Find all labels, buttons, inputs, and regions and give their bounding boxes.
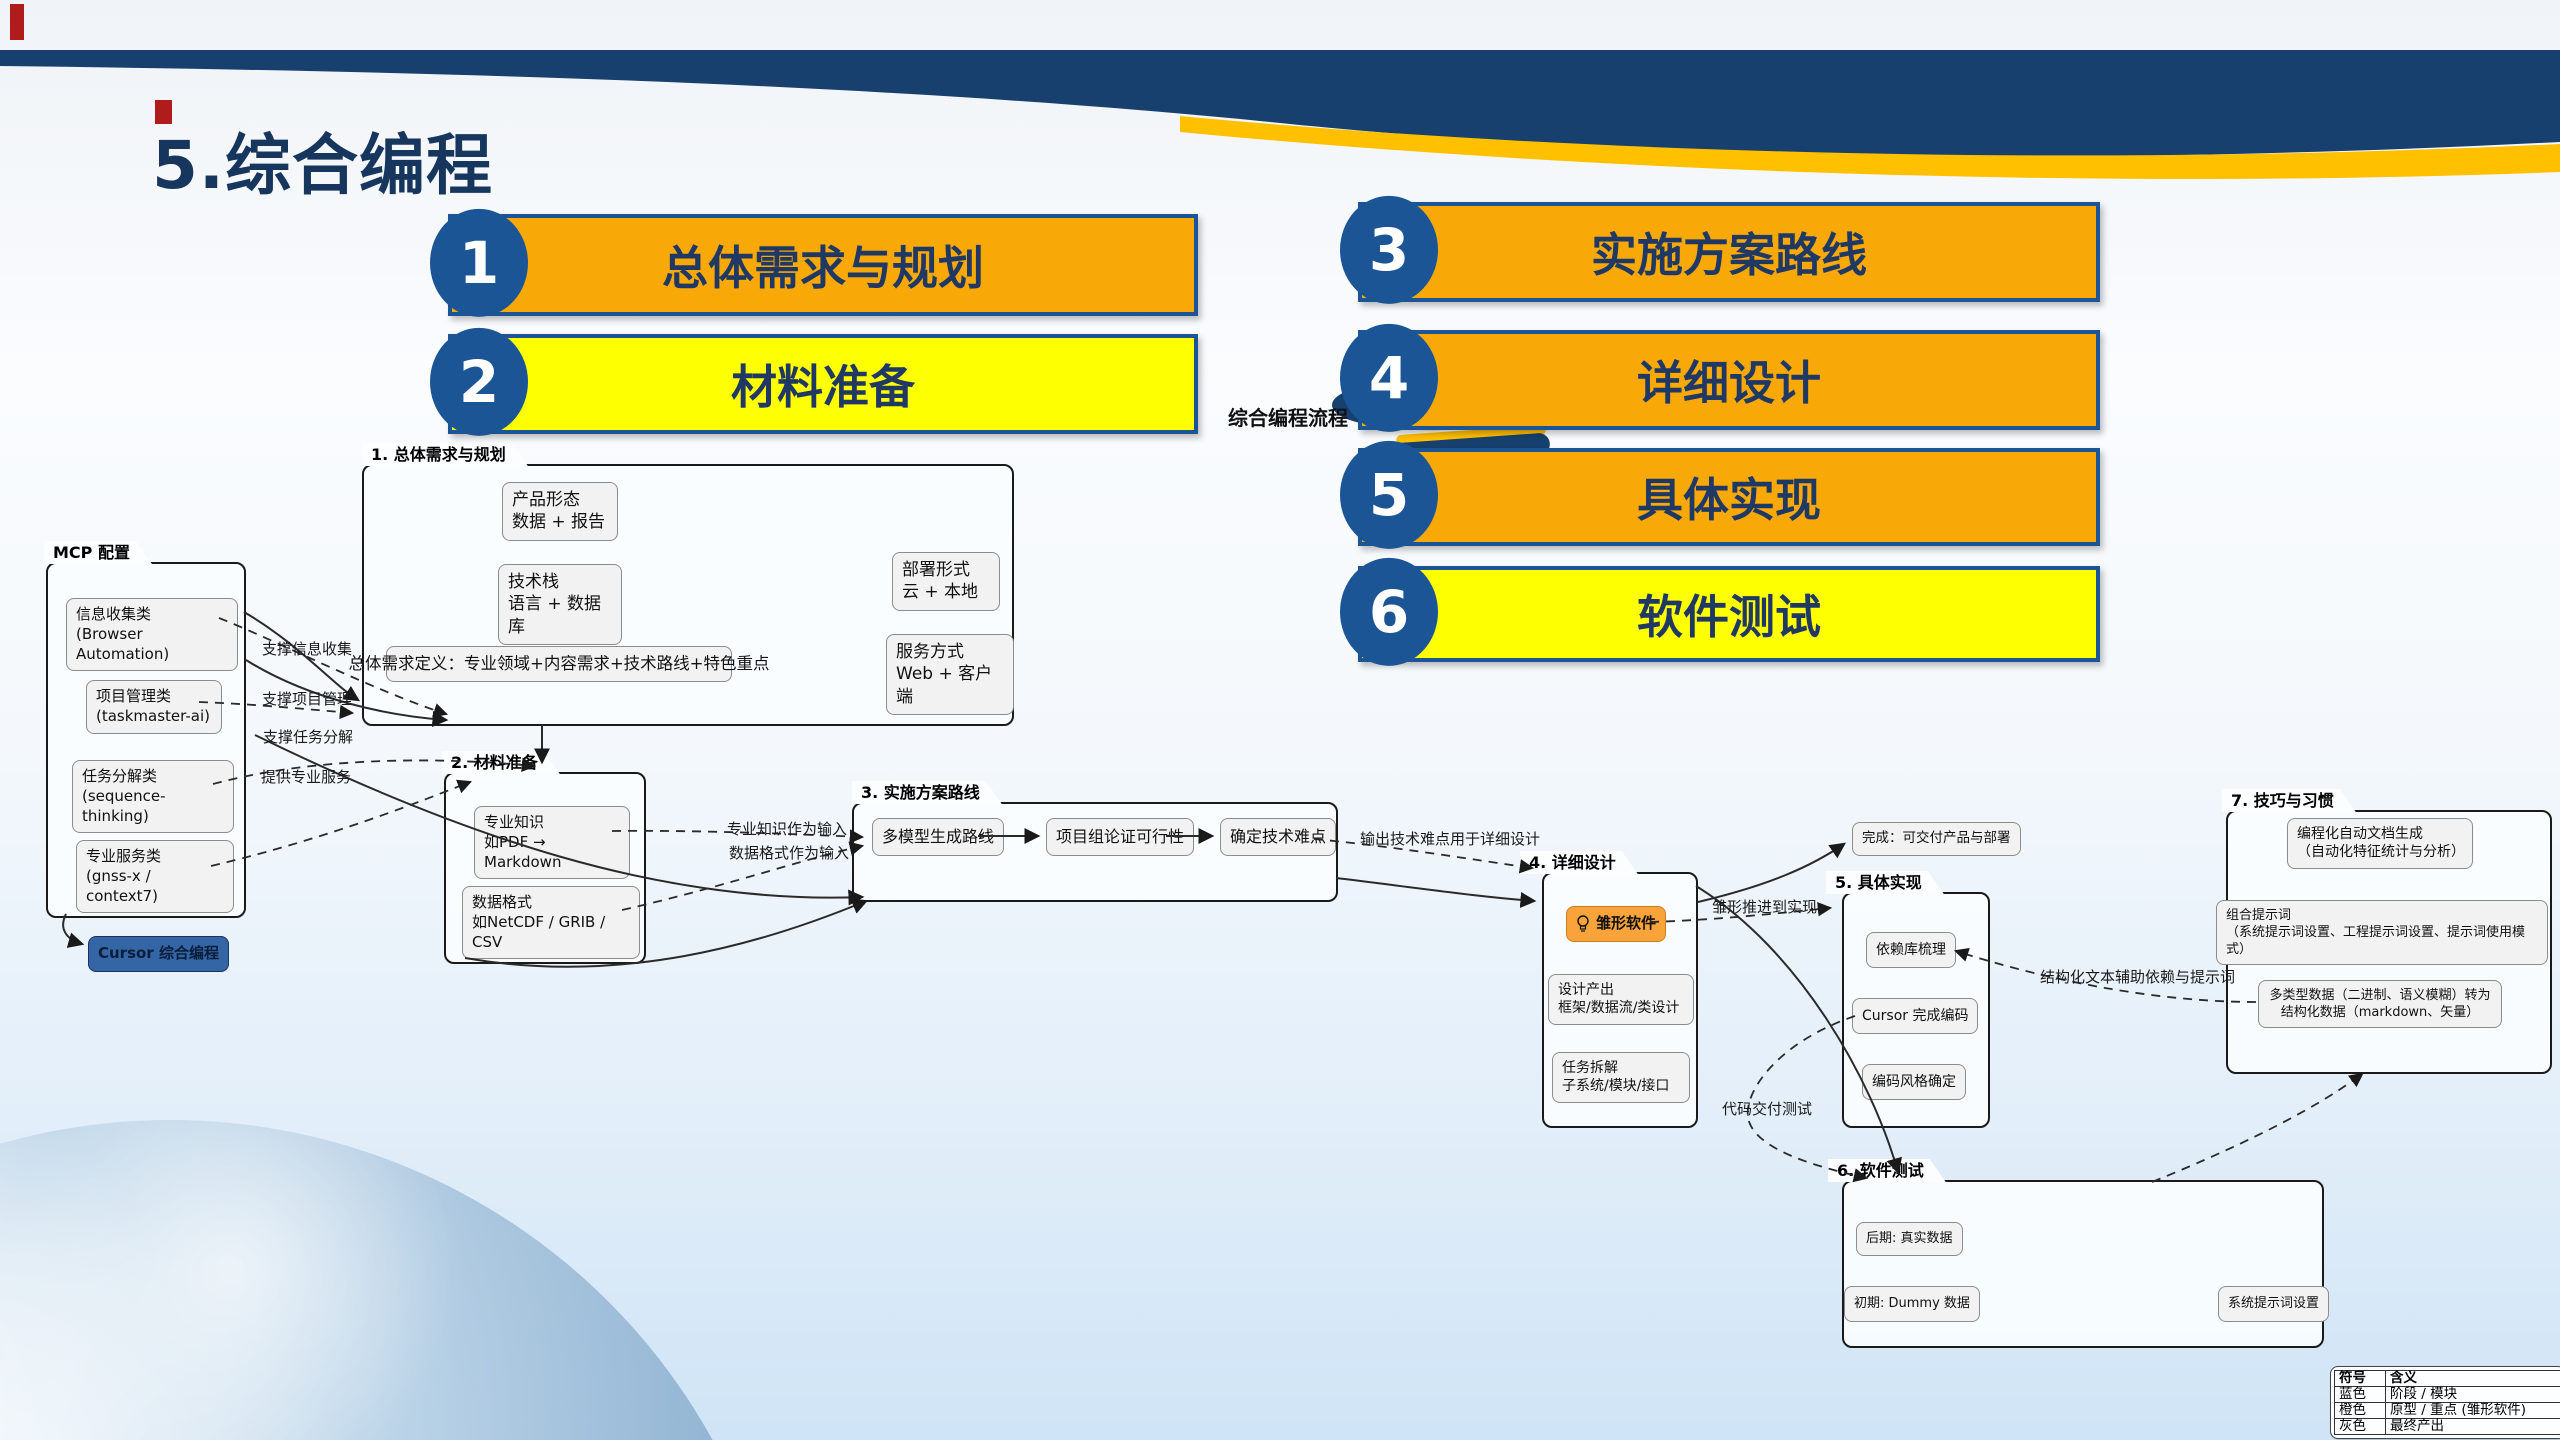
edge-label-prototype-advance: 雏形推进到实现	[1712, 898, 1818, 916]
group-tab-4: 4. 详细设计	[1520, 851, 1638, 874]
edge-label-tech-output: 输出技术难点用于详细设计	[1360, 830, 1541, 848]
step-number-badge: 5	[1340, 440, 1438, 549]
legend-symbol: 灰色	[2334, 1418, 2386, 1435]
node-prototype-software[interactable]: 雏形软件	[1566, 906, 1667, 942]
banner-step-3[interactable]: 3 实施方案路线	[1340, 195, 2100, 304]
node-dummy-data[interactable]: 初期: Dummy 数据	[1844, 1286, 1980, 1322]
edge-label-code-test: 代码交付测试	[1722, 1100, 1813, 1118]
node-multitype-data[interactable]: 多类型数据（二进制、语义模糊）转为 结构化数据（markdown、矢量）	[2258, 980, 2502, 1029]
banner-label: 材料准备	[731, 360, 915, 414]
edge-label-provide-service: 提供专业服务	[261, 768, 352, 786]
banner-label: 详细设计	[1637, 356, 1821, 410]
prototype-label: 雏形软件	[1596, 914, 1657, 933]
node-tech-stack[interactable]: 技术栈 语言 + 数据库	[498, 564, 622, 646]
legend-symbol: 橙色	[2334, 1402, 2386, 1419]
legend-row: 灰色 最终产出	[2334, 1418, 2560, 1435]
banner-label: 具体实现	[1637, 473, 1821, 527]
edge-label-support-project: 支撑项目管理	[262, 690, 353, 708]
node-deliverable-done[interactable]: 完成：可交付产品与部署	[1852, 822, 2021, 856]
node-auto-docs[interactable]: 编程化自动文档生成 （自动化特征统计与分析）	[2287, 818, 2473, 869]
node-tech-difficulty[interactable]: 确定技术难点	[1220, 818, 1337, 856]
node-design-output[interactable]: 设计产出 框架/数据流/类设计	[1548, 974, 1694, 1025]
legend-row: 蓝色 阶段 / 模块	[2334, 1386, 2560, 1403]
group-tab-3: 3. 实施方案路线	[852, 781, 1002, 804]
step-number-badge: 3	[1340, 195, 1438, 304]
banner-label: 实施方案路线	[1591, 228, 1867, 282]
legend-header-meaning: 含义	[2385, 1370, 2560, 1387]
node-service-mode[interactable]: 服务方式 Web + 客户端	[886, 634, 1014, 716]
node-multi-model-route[interactable]: 多模型生成路线	[872, 818, 1005, 856]
step-number-badge: 2	[430, 327, 528, 436]
group-tab-7: 7. 技巧与习惯	[2222, 789, 2356, 812]
group-tab-5: 5. 具体实现	[1826, 871, 1944, 894]
step-number-badge: 1	[430, 208, 528, 317]
node-pro-service[interactable]: 专业服务类 (gnss-x / context7)	[76, 840, 234, 914]
banner-step-1[interactable]: 1 总体需求与规划	[430, 208, 1198, 317]
node-real-data[interactable]: 后期: 真实数据	[1856, 1222, 1963, 1256]
legend-table: 符号 含义 蓝色 阶段 / 模块 橙色 原型 / 重点 (雏形软件) 灰色 最终…	[2330, 1366, 2560, 1439]
banner-step-6[interactable]: 6 软件测试	[1340, 557, 2100, 666]
edge-label-structured-text: 结构化文本辅助依赖与提示词	[2040, 968, 2236, 986]
node-deploy-form[interactable]: 部署形式 云 + 本地	[892, 552, 1000, 611]
legend-row: 橙色 原型 / 重点 (雏形软件)	[2334, 1402, 2560, 1419]
banner-step-5[interactable]: 5 具体实现	[1340, 440, 2100, 549]
legend-meaning: 原型 / 重点 (雏形软件)	[2385, 1402, 2560, 1419]
node-system-prompt[interactable]: 系统提示词设置	[2218, 1286, 2330, 1322]
node-combined-prompts[interactable]: 组合提示词 （系统提示词设置、工程提示词设置、提示词使用模式）	[2216, 900, 2548, 966]
banner-step-4[interactable]: 4 详细设计	[1340, 323, 2100, 432]
node-project-mgmt[interactable]: 项目管理类 (taskmaster-ai)	[86, 680, 222, 734]
group-tab-2: 2. 材料准备	[442, 751, 560, 774]
group-tab-6: 6. 软件测试	[1828, 1159, 1946, 1182]
flow-diagram-title: 综合编程流程	[1228, 406, 1348, 430]
edge-label-data-input: 数据格式作为输入	[729, 844, 850, 862]
node-product-form[interactable]: 产品形态 数据 + 报告	[502, 482, 618, 541]
node-dependency-libs[interactable]: 依赖库梳理	[1866, 932, 1956, 968]
node-info-collect[interactable]: 信息收集类 (Browser Automation)	[66, 598, 238, 672]
node-cursor-coding[interactable]: Cursor 完成编码	[1852, 998, 1979, 1034]
banner-step-2[interactable]: 2 材料准备	[430, 327, 1198, 436]
group-tab-1: 1. 总体需求与规划	[362, 443, 528, 466]
edge-label-knowledge-input: 专业知识作为输入	[727, 820, 848, 838]
edge-label-support-info: 支撑信息收集	[262, 640, 353, 658]
node-requirement-definition[interactable]: 总体需求定义：专业领域+内容需求+技术路线+特色重点	[349, 646, 770, 682]
banner-label: 总体需求与规划	[662, 241, 984, 295]
node-coding-style[interactable]: 编码风格确定	[1862, 1064, 1966, 1100]
group-6-testing	[1842, 1180, 2324, 1348]
edge-label-support-task: 支撑任务分解	[263, 728, 354, 746]
node-feasibility[interactable]: 项目组论证可行性	[1046, 818, 1195, 856]
legend-header-symbol: 符号	[2334, 1370, 2386, 1387]
step-number-badge: 4	[1340, 323, 1438, 432]
page-title: 5.综合编程	[152, 127, 493, 204]
node-cursor-programming[interactable]: Cursor 综合编程	[88, 936, 229, 972]
legend-meaning: 最终产出	[2385, 1418, 2560, 1435]
node-task-decompose[interactable]: 任务分解类 (sequence-thinking)	[72, 760, 234, 834]
red-accent-mark	[155, 100, 172, 124]
red-accent-bar	[10, 4, 24, 40]
legend-meaning: 阶段 / 模块	[2385, 1386, 2560, 1403]
node-data-format[interactable]: 数据格式 如NetCDF / GRIB / CSV	[462, 886, 640, 960]
node-domain-knowledge[interactable]: 专业知识 如PDF → Markdown	[474, 806, 630, 880]
node-task-breakdown[interactable]: 任务拆解 子系统/模块/接口	[1552, 1052, 1690, 1103]
group-tab-mcp: MCP 配置	[44, 541, 152, 564]
top-wave-decoration	[0, 50, 2560, 179]
lightbulb-icon	[1577, 915, 1589, 932]
step-number-badge: 6	[1340, 557, 1438, 666]
legend-symbol: 蓝色	[2334, 1386, 2386, 1403]
globe-clouds	[0, 1120, 790, 1440]
banner-label: 软件测试	[1637, 590, 1821, 644]
